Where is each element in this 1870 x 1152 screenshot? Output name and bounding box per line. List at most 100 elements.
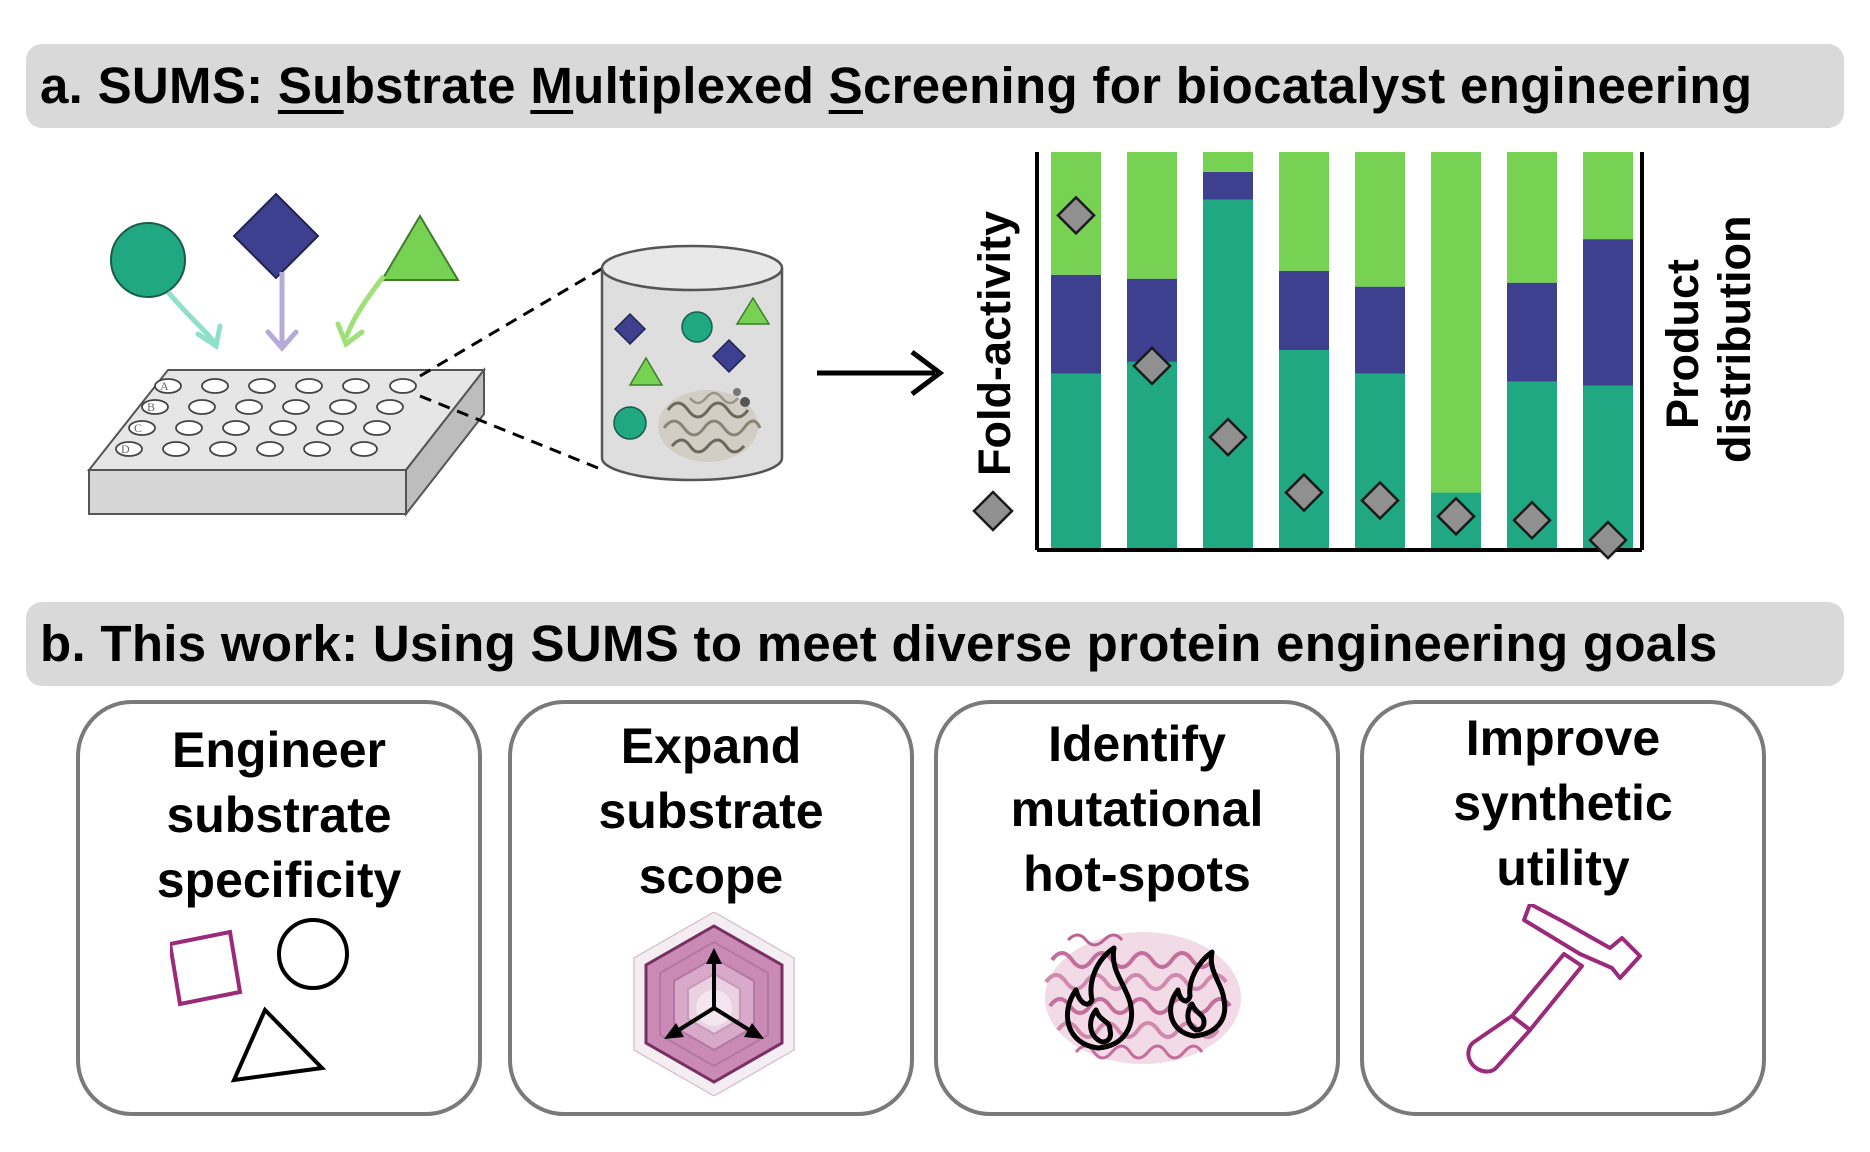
bar-segment-2-2 [1203, 152, 1253, 172]
bar-segment-4-1 [1355, 286, 1405, 374]
bar-segment-4-0 [1355, 373, 1405, 548]
cylinder-triangle-icon [735, 296, 771, 325]
panel-a-title-parts: Substrate Multiplexed Screening for bioc… [278, 57, 1752, 114]
plate-well [141, 399, 169, 415]
plate-well [175, 420, 203, 436]
cylinder-diamond-icon-2 [711, 338, 747, 374]
fold-activity-marker-1 [1132, 346, 1172, 386]
bar-segment-5-2 [1431, 152, 1481, 493]
title-part-4: S [828, 57, 863, 114]
card-title-utility: Improve synthetic utility [1453, 710, 1673, 896]
plate-well [162, 441, 190, 457]
title-part-3: ultiplexed [573, 57, 829, 114]
cylinder-triangle-icon-2 [628, 356, 664, 386]
bar-segment-1-2 [1127, 152, 1177, 279]
bar-segment-3-2 [1279, 152, 1329, 271]
substrate-diamond-icon [232, 192, 320, 352]
panel-a-header: a. SUMS: Substrate Multiplexed Screening… [26, 44, 1844, 128]
plate-well [389, 378, 417, 394]
cylinder-diamond-icon [613, 312, 647, 346]
panel-a-title: a. SUMS: Substrate Multiplexed Screening… [40, 44, 1752, 128]
plate-row-label: C [134, 421, 142, 435]
bar-segment-7-1 [1583, 239, 1633, 386]
plate-well [329, 399, 357, 415]
fold-activity-marker-7 [1588, 520, 1628, 560]
bar-segment-2-0 [1203, 199, 1253, 548]
plate-well [201, 378, 229, 394]
bar-segment-3-0 [1279, 350, 1329, 548]
panel-b-header: b. This work: Using SUMS to meet diverse… [26, 602, 1844, 686]
plate-well [316, 420, 344, 436]
plate-row-label: B [147, 400, 155, 414]
card-title-specificity: Engineer substrate specificity [156, 722, 402, 908]
panel-a-label: a. SUMS: [40, 57, 278, 114]
plate-well [248, 378, 276, 394]
plate-well [342, 378, 370, 394]
plate-well [269, 420, 297, 436]
card-title-scope: Expand substrate scope [598, 718, 824, 904]
bar-segment-0-0 [1051, 373, 1101, 548]
zoom-line-bottom [419, 394, 604, 472]
plate-well [222, 420, 250, 436]
bar-segment-1-0 [1127, 361, 1177, 548]
title-part-0: Su [277, 57, 344, 114]
goal-card-utility: Improve synthetic utility [1360, 700, 1766, 1116]
title-part-2: M [530, 57, 574, 114]
fold-activity-marker-6 [1512, 500, 1552, 541]
cylinder-circle-icon-2 [613, 406, 647, 440]
product-distribution-chart: Fold-activity Product distribution [969, 152, 1760, 560]
well-cylinder [600, 244, 784, 482]
plate-well [188, 399, 216, 415]
title-part-1: bstrate [343, 57, 531, 114]
plate-well [363, 420, 391, 436]
plate-row-label: A [160, 379, 169, 393]
fold-activity-marker-0 [1056, 195, 1096, 236]
bar-segment-6-2 [1507, 152, 1557, 283]
substrate-triangle-icon [335, 214, 460, 348]
plate-well [115, 441, 143, 457]
fold-activity-marker-2 [1208, 417, 1248, 457]
chart-left-label: Fold-activity [969, 211, 1020, 476]
hammer-icon [1466, 904, 1642, 1074]
cylinder-circle-icon [681, 311, 713, 343]
plate-well [256, 441, 284, 457]
plate-well [303, 441, 331, 457]
chart-right-label-line1: Product [1657, 259, 1708, 429]
plate-well [350, 441, 378, 457]
panel-b-title: b. This work: Using SUMS to meet diverse… [40, 615, 1718, 672]
fold-activity-marker-4 [1360, 480, 1400, 521]
chart-right-label-line2: distribution [1709, 216, 1760, 463]
protein-flames-icon [1044, 932, 1241, 1064]
bar-segment-2-1 [1203, 171, 1253, 200]
enzyme-structure-icon [658, 388, 762, 462]
fold-activity-marker-3 [1284, 472, 1324, 513]
substrate-circle-icon [110, 222, 223, 351]
card-title-hotspots: Identify mutational hot-spots [1010, 716, 1264, 902]
plate-well [235, 399, 263, 415]
bar-segment-7-2 [1583, 152, 1633, 240]
plate-well [295, 378, 323, 394]
radar-hexagon-icon [633, 912, 795, 1096]
bar-segment-6-1 [1507, 282, 1557, 382]
plate-well [209, 441, 237, 457]
bar-segment-0-1 [1051, 274, 1101, 374]
bar-segment-3-1 [1279, 270, 1329, 350]
title-part-5: creening for biocatalyst engineering [862, 57, 1753, 114]
goal-card-scope: Expand substrate scope [508, 700, 914, 1116]
legend-diamond-icon [972, 490, 1014, 532]
process-arrow-icon [817, 350, 945, 396]
plate-well [376, 399, 404, 415]
plate-well [128, 420, 156, 436]
shapes-icon [170, 918, 349, 1083]
fold-activity-marker-5 [1436, 496, 1476, 537]
plate-wells [115, 378, 417, 457]
plate-well [282, 399, 310, 415]
plate-row-label: D [121, 442, 130, 456]
zoom-line-top [419, 266, 604, 378]
goal-card-specificity: Engineer substrate specificity [76, 700, 482, 1116]
goal-card-hotspots: Identify mutational hot-spots [934, 700, 1340, 1116]
plate-well [154, 378, 182, 394]
